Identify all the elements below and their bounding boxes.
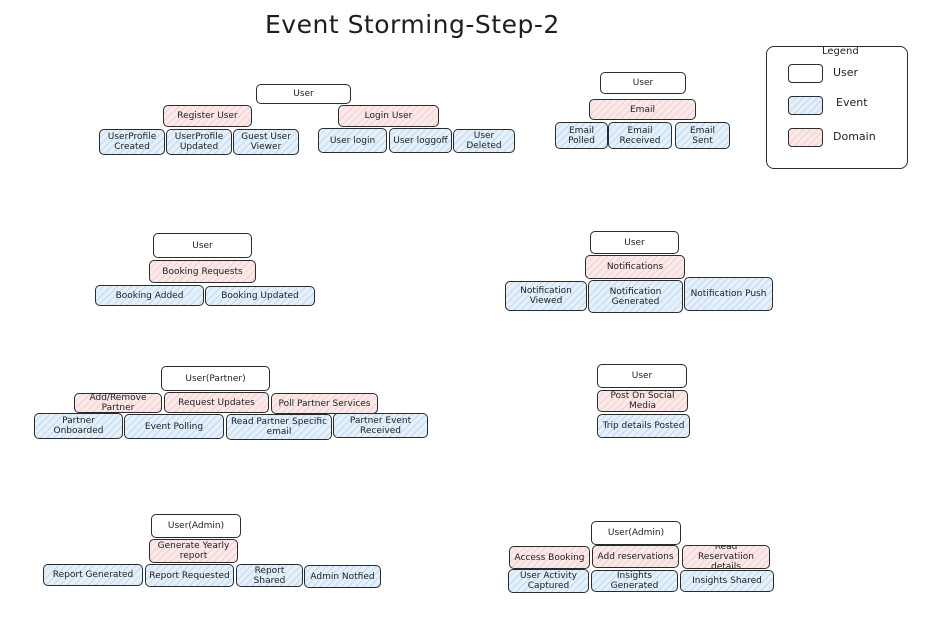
event-user-deleted: User Deleted bbox=[453, 129, 515, 153]
legend-label-domain: Domain bbox=[833, 130, 876, 143]
domain-generate-yearly-report: Generate Yearly report bbox=[149, 539, 238, 563]
notifications-actor: User bbox=[590, 231, 679, 254]
domain-post-on-social-media: Post On Social Media bbox=[597, 390, 688, 412]
domain-email: Email bbox=[589, 99, 696, 120]
domain-booking-requests: Booking Requests bbox=[149, 260, 256, 283]
event-booking-added: Booking Added bbox=[95, 285, 204, 306]
domain-add-reservations: Add reservations bbox=[592, 545, 679, 568]
domain-access-booking: Access Booking bbox=[509, 546, 590, 569]
legend-swatch-event bbox=[788, 96, 823, 115]
event-user-login: User login bbox=[318, 128, 387, 153]
event-guest-user-viewer: Guest User Viewer bbox=[233, 129, 299, 155]
event-booking-updated: Booking Updated bbox=[205, 286, 315, 306]
event-report-shared: Report Shared bbox=[236, 564, 303, 587]
event-report-generated: Report Generated bbox=[43, 564, 143, 586]
domain-login-user: Login User bbox=[338, 105, 439, 127]
event-userprofile-updated: UserProfile Updated bbox=[166, 129, 232, 155]
admin-insights-actor: User(Admin) bbox=[591, 521, 681, 545]
legend-swatch-user bbox=[788, 64, 823, 83]
user-account-actor: User bbox=[256, 84, 351, 104]
legend-label-event: Event bbox=[836, 96, 868, 109]
diagram-title: Event Storming-Step-2 bbox=[265, 10, 560, 39]
domain-notifications: Notifications bbox=[585, 255, 685, 279]
event-user-loggoff: User loggoff bbox=[389, 128, 452, 153]
partner-actor: User(Partner) bbox=[161, 366, 270, 391]
event-partner-onboarded: Partner Onboarded bbox=[34, 413, 123, 439]
legend-title: Legend bbox=[822, 46, 859, 57]
legend-label-user: User bbox=[833, 66, 859, 79]
domain-poll-partner-services: Poll Partner Services bbox=[271, 393, 378, 414]
event-email-sent: Email Sent bbox=[675, 122, 730, 149]
social-actor: User bbox=[597, 364, 687, 388]
event-notification-viewed: Notification Viewed bbox=[505, 281, 587, 311]
event-userprofile-created: UserProfile Created bbox=[99, 129, 165, 155]
email-actor: User bbox=[600, 72, 686, 94]
event-read-partner-specific-email: Read Partner Specific email bbox=[226, 414, 332, 440]
event-insights-generated: Insights Generated bbox=[591, 570, 678, 592]
legend-swatch-domain bbox=[788, 128, 823, 147]
event-email-received: Email Received bbox=[608, 122, 672, 149]
event-admin-notfied: Admin Notfied bbox=[304, 565, 381, 588]
event-event-polling: Event Polling bbox=[124, 414, 224, 439]
event-notification-generated: Notification Generated bbox=[588, 280, 683, 313]
domain-request-updates: Request Updates bbox=[164, 392, 269, 413]
event-insights-shared: Insights Shared bbox=[680, 570, 774, 592]
domain-add-remove-partner: Add/Remove Partner bbox=[74, 393, 162, 413]
event-report-requested: Report Requested bbox=[145, 564, 234, 587]
domain-read-reservation-details: Read Reservatiion details bbox=[682, 545, 770, 569]
event-notification-push: Notification Push bbox=[684, 277, 773, 311]
event-trip-details-posted: Trip details Posted bbox=[597, 414, 690, 438]
domain-register-user: Register User bbox=[163, 105, 252, 127]
booking-actor: User bbox=[153, 233, 252, 258]
event-user-activity-captured: User Activity Captured bbox=[508, 569, 589, 593]
event-partner-event-received: Partner Event Received bbox=[333, 413, 428, 438]
admin-report-actor: User(Admin) bbox=[151, 514, 241, 538]
event-email-polled: Email Polled bbox=[555, 122, 608, 149]
